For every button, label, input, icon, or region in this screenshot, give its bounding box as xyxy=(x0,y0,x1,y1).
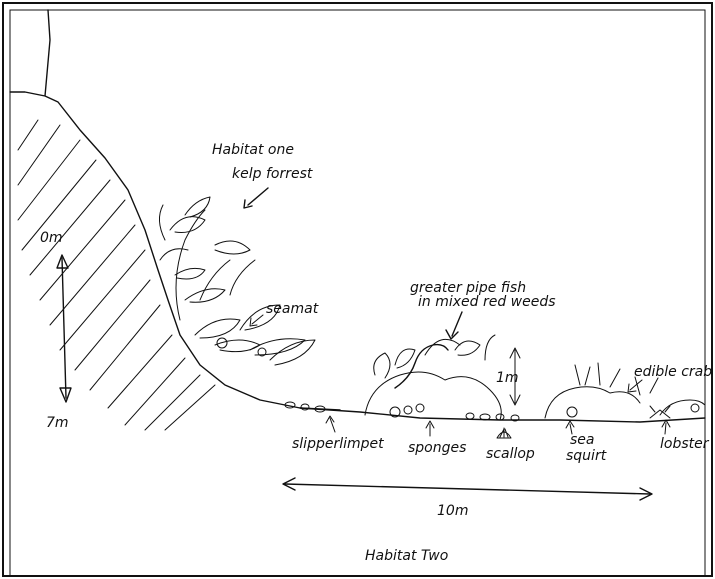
sponges-label: sponges xyxy=(408,440,466,456)
habitat-two-title: Habitat Two xyxy=(365,548,448,564)
habitat-one-subtitle: kelp forrest xyxy=(232,166,313,182)
sea-squirt-label-line2: squirt xyxy=(566,448,607,464)
lobster-label: lobster xyxy=(660,436,710,452)
habitat-one-title: Habitat one xyxy=(212,142,294,158)
scallop-label: scallop xyxy=(486,446,535,462)
edible-crab-label: edible crab xyxy=(634,364,712,380)
height-label: 1m xyxy=(496,370,519,386)
slipper-limpet-label: slipperlimpet xyxy=(292,436,384,452)
seamat-label: seamat xyxy=(266,301,319,317)
width-label: 10m xyxy=(437,503,468,519)
image-frame xyxy=(3,3,712,576)
sea-squirt-label-line1: sea xyxy=(570,432,595,448)
pipefish-label-line2: in mixed red weeds xyxy=(418,294,556,310)
depth-top-label: 0m xyxy=(40,230,63,246)
depth-bottom-label: 7m xyxy=(46,415,69,431)
